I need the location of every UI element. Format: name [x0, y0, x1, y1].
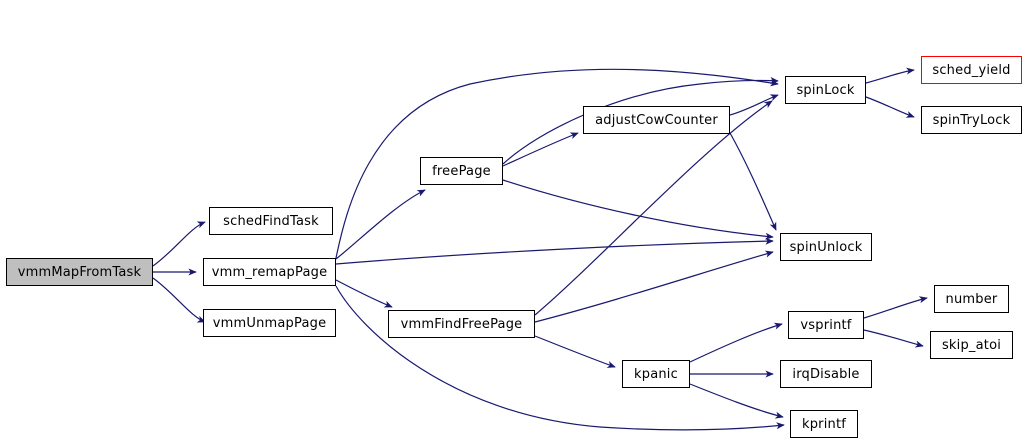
graph-node-label: spinLock	[796, 82, 855, 98]
graph-node-label: adjustCowCounter	[595, 112, 718, 128]
edge-kpanic-to-vsprintf	[689, 322, 783, 363]
graph-node-label: kprintf	[801, 416, 847, 432]
graph-node-spinTryLock[interactable]: spinTryLock	[921, 106, 1022, 134]
graph-node-spinUnlock[interactable]: spinUnlock	[780, 233, 872, 261]
edge-vsprintf-to-skip_atoi	[863, 329, 924, 348]
graph-node-freePage[interactable]: freePage	[420, 157, 503, 185]
edge-vmm_remapPage-to-kprintf	[335, 285, 785, 431]
graph-node-skip_atoi[interactable]: skip_atoi	[930, 331, 1013, 359]
graph-node-spinLock[interactable]: spinLock	[785, 76, 866, 104]
graph-node-sched_yield[interactable]: sched_yield	[921, 56, 1022, 84]
graph-node-kprintf[interactable]: kprintf	[790, 410, 858, 438]
edge-vmm_remapPage-to-spinUnlock	[335, 237, 774, 265]
edge-vmmFindFreePage-to-spinLock	[534, 100, 773, 316]
edge-vmmFindFreePage-to-kpanic	[534, 335, 616, 368]
graph-node-label: vmmFindFreePage	[400, 316, 523, 332]
edge-freePage-to-spinLock	[502, 77, 779, 165]
graph-node-label: sched_yield	[932, 62, 1011, 78]
edge-vmm_remapPage-to-freePage	[335, 189, 426, 260]
edge-freePage-to-adjustCowCounter	[502, 132, 579, 167]
graph-node-label: spinTryLock	[932, 112, 1011, 128]
edge-freePage-to-spinUnlock	[502, 179, 774, 240]
graph-node-label: vmm_remapPage	[211, 264, 328, 280]
graph-node-label: kpanic	[634, 366, 678, 382]
edge-kpanic-to-kprintf	[689, 383, 784, 419]
graph-node-schedFindTask[interactable]: schedFindTask	[209, 207, 333, 235]
edge-spinLock-to-spinTryLock	[865, 96, 915, 118]
graph-node-irqDisable[interactable]: irqDisable	[780, 360, 872, 388]
edge-vsprintf-to-number	[863, 296, 928, 319]
edge-vmmFindFreePage-to-spinUnlock	[534, 250, 774, 323]
graph-node-vmmFindFreePage[interactable]: vmmFindFreePage	[388, 310, 535, 338]
graph-node-vmmUnmapPage[interactable]: vmmUnmapPage	[203, 309, 336, 337]
graph-node-label: schedFindTask	[223, 213, 319, 229]
edge-vmm_remapPage-to-vmmFindFreePage	[335, 279, 393, 308]
graph-node-label: vmmMapFromTask	[17, 264, 142, 280]
edge-adjustCowCounter-to-spinLock	[729, 94, 779, 116]
edge-vmmMapFromTask-to-vmmUnmapPage	[152, 277, 206, 323]
edge-vmm_remapPage-to-spinLock	[335, 68, 779, 259]
edge-spinLock-to-sched_yield	[865, 67, 915, 84]
graph-node-label: vmmUnmapPage	[212, 315, 327, 331]
edge-vmmMapFromTask-to-schedFindTask	[152, 221, 206, 267]
graph-node-vsprintf[interactable]: vsprintf	[788, 311, 864, 339]
graph-node-vmmMapFromTask[interactable]: vmmMapFromTask	[6, 258, 153, 286]
graph-node-label: freePage	[432, 163, 491, 179]
graph-node-number[interactable]: number	[934, 285, 1009, 313]
graph-node-adjustCowCounter[interactable]: adjustCowCounter	[583, 106, 730, 134]
edge-adjustCowCounter-to-spinUnlock	[729, 132, 777, 231]
graph-node-label: spinUnlock	[789, 239, 863, 255]
graph-node-kpanic[interactable]: kpanic	[622, 360, 690, 388]
graph-node-label: vsprintf	[800, 317, 852, 333]
graph-node-label: skip_atoi	[941, 337, 1002, 353]
graph-node-vmm_remapPage[interactable]: vmm_remapPage	[203, 258, 336, 286]
graph-node-label: irqDisable	[792, 366, 860, 382]
graph-node-label: number	[945, 291, 998, 307]
